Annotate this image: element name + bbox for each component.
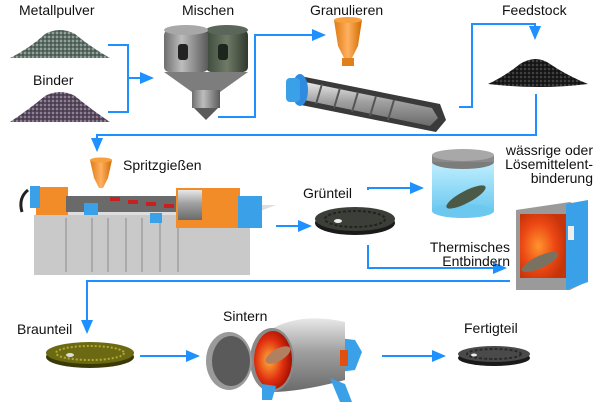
- connector-arrows: [81, 23, 541, 362]
- metal-powder-pile-icon: [10, 30, 110, 58]
- label-braunteil: Braunteil: [17, 321, 73, 337]
- finished-part-disk-icon: [458, 346, 530, 366]
- label-spritzgiessen: Spritzgießen: [123, 157, 202, 173]
- label-solvent-debinding-line3: binderung: [530, 170, 593, 186]
- mixer-icon: [164, 25, 248, 120]
- arrow-gruenteil-to-thermisch: [367, 245, 507, 274]
- thermal-debinding-oven-icon: [516, 200, 588, 290]
- injection-molding-machine-icon: [19, 157, 276, 275]
- arrow-entbindern-to-braunteil: [81, 280, 510, 334]
- label-binder: Binder: [33, 72, 74, 88]
- arrow-feedstock-to-spritzgiessen: [91, 94, 537, 152]
- arrow-granulieren-to-feedstock: [459, 23, 541, 108]
- binder-pile-icon: [10, 92, 110, 122]
- arrow-gruenteil-to-loesemittel: [367, 182, 424, 194]
- sintering-furnace-icon: [206, 318, 362, 402]
- arrow-mischen-to-granulieren: [218, 29, 326, 118]
- label-feedstock: Feedstock: [502, 2, 567, 18]
- solvent-debinding-jar-icon: [432, 149, 494, 218]
- label-gruenteil: Grünteil: [303, 185, 353, 201]
- label-thermal-debinding-line1: Thermisches: [429, 239, 510, 255]
- label-fertigteil: Fertigteil: [464, 320, 518, 336]
- brown-part-disk-icon: [46, 342, 134, 368]
- label-solvent-debinding-line2: Lösemittelent-: [505, 156, 593, 172]
- extruder-icon: [286, 17, 446, 132]
- green-part-disk-icon: [315, 207, 395, 235]
- label-granulieren: Granulieren: [310, 2, 384, 18]
- label-thermal-debinding-line2: Entbindern: [442, 253, 510, 269]
- label-solvent-debinding-line1: wässrige oder: [505, 142, 593, 158]
- label-metallpulver: Metallpulver: [19, 2, 95, 18]
- arrow-pulver-binder-to-mischen: [108, 44, 152, 113]
- label-mischen: Mischen: [182, 2, 235, 18]
- label-sintern: Sintern: [223, 308, 268, 324]
- feedstock-pile-icon: [488, 59, 588, 87]
